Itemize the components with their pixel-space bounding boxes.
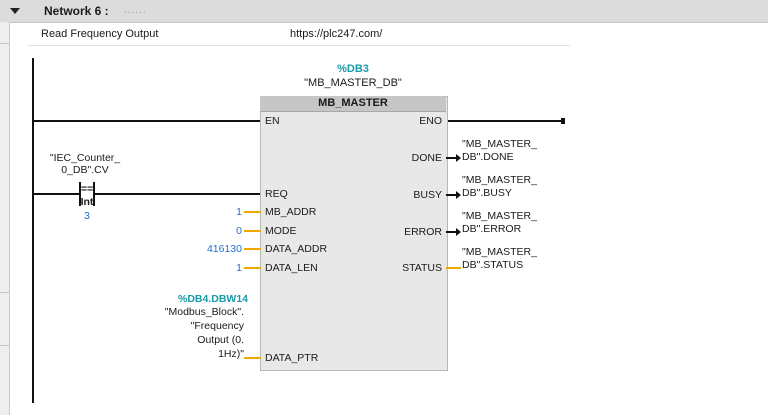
eno-wire (446, 120, 563, 122)
pin-data-len: DATA_LEN (265, 262, 318, 274)
status-operand-line2[interactable]: DB".STATUS (462, 259, 524, 271)
eno-wire-end (561, 118, 565, 124)
network-comment-row[interactable] (28, 27, 570, 46)
pin-eno: ENO (419, 115, 442, 127)
compare-value[interactable]: 3 (84, 210, 90, 222)
network-header[interactable] (0, 0, 768, 23)
done-arrow-icon (456, 154, 461, 162)
pin-data-ptr: DATA_PTR (265, 352, 319, 364)
network-comment-url[interactable]: https://plc247.com/ (290, 28, 383, 40)
pin-mb-addr: MB_ADDR (265, 206, 317, 218)
busy-operand-line1[interactable]: "MB_MASTER_ (462, 174, 537, 186)
left-gutter (0, 22, 10, 415)
done-operand-line2[interactable]: DB".DONE (462, 151, 514, 163)
mode-value[interactable]: 0 (236, 225, 242, 237)
network-comment-text[interactable]: Read Frequency Output (41, 28, 159, 40)
busy-arrow-icon (456, 191, 461, 199)
data-ptr-wire (244, 357, 261, 359)
error-operand-line1[interactable]: "MB_MASTER_ (462, 210, 537, 222)
network-title-comment[interactable]: ...... (124, 5, 147, 16)
instance-db-address[interactable]: %DB3 (337, 63, 369, 75)
data-ptr-line2[interactable]: "Frequency (190, 320, 244, 332)
data-addr-wire (244, 248, 261, 250)
gutter-divider (0, 43, 9, 44)
pin-en: EN (265, 115, 280, 127)
pin-error: ERROR (404, 226, 442, 238)
gutter-divider (0, 345, 9, 346)
compare-contact-right[interactable] (93, 182, 95, 206)
compare-contact-left[interactable] (79, 182, 81, 206)
mode-wire (244, 230, 261, 232)
error-wire (446, 231, 458, 233)
data-ptr-line4[interactable]: 1Hz)" (218, 348, 244, 360)
busy-wire (446, 194, 458, 196)
instance-db-name[interactable]: "MB_MASTER_DB" (304, 77, 402, 89)
data-ptr-line3[interactable]: Output (0. (197, 334, 244, 346)
block-title: MB_MASTER (260, 96, 446, 112)
compare-operator: == (80, 183, 94, 195)
req-wire-left (33, 193, 80, 195)
compare-operand-line1[interactable]: "IEC_Counter_ (49, 152, 121, 164)
en-wire (33, 120, 261, 122)
compare-operand-line2[interactable]: 0_DB".CV (61, 164, 109, 176)
network-title: Network 6 : (44, 4, 109, 18)
pin-status: STATUS (402, 262, 442, 274)
status-operand-line1[interactable]: "MB_MASTER_ (462, 246, 537, 258)
pin-done: DONE (411, 152, 442, 164)
status-wire (446, 267, 461, 269)
req-wire-right (95, 193, 261, 195)
compare-type[interactable]: Int (80, 196, 94, 208)
data-len-value[interactable]: 1 (236, 262, 242, 274)
data-ptr-address[interactable]: %DB4.DBW14 (177, 293, 248, 305)
mb-addr-wire (244, 211, 261, 213)
pin-busy: BUSY (413, 189, 442, 201)
pin-req: REQ (265, 188, 288, 200)
done-wire (446, 157, 458, 159)
busy-operand-line2[interactable]: DB".BUSY (462, 187, 512, 199)
collapse-triangle-icon[interactable] (10, 8, 20, 14)
pin-mode: MODE (265, 225, 297, 237)
error-operand-line2[interactable]: DB".ERROR (462, 223, 522, 235)
mb-addr-value[interactable]: 1 (236, 206, 242, 218)
data-len-wire (244, 267, 261, 269)
pin-data-addr: DATA_ADDR (265, 243, 328, 255)
data-addr-value[interactable]: 416130 (206, 243, 242, 255)
gutter-divider (0, 292, 9, 293)
error-arrow-icon (456, 228, 461, 236)
mb-master-block[interactable] (260, 96, 448, 371)
done-operand-line1[interactable]: "MB_MASTER_ (462, 138, 537, 150)
data-ptr-line1[interactable]: "Modbus_Block". (164, 306, 244, 318)
power-rail (32, 58, 34, 403)
